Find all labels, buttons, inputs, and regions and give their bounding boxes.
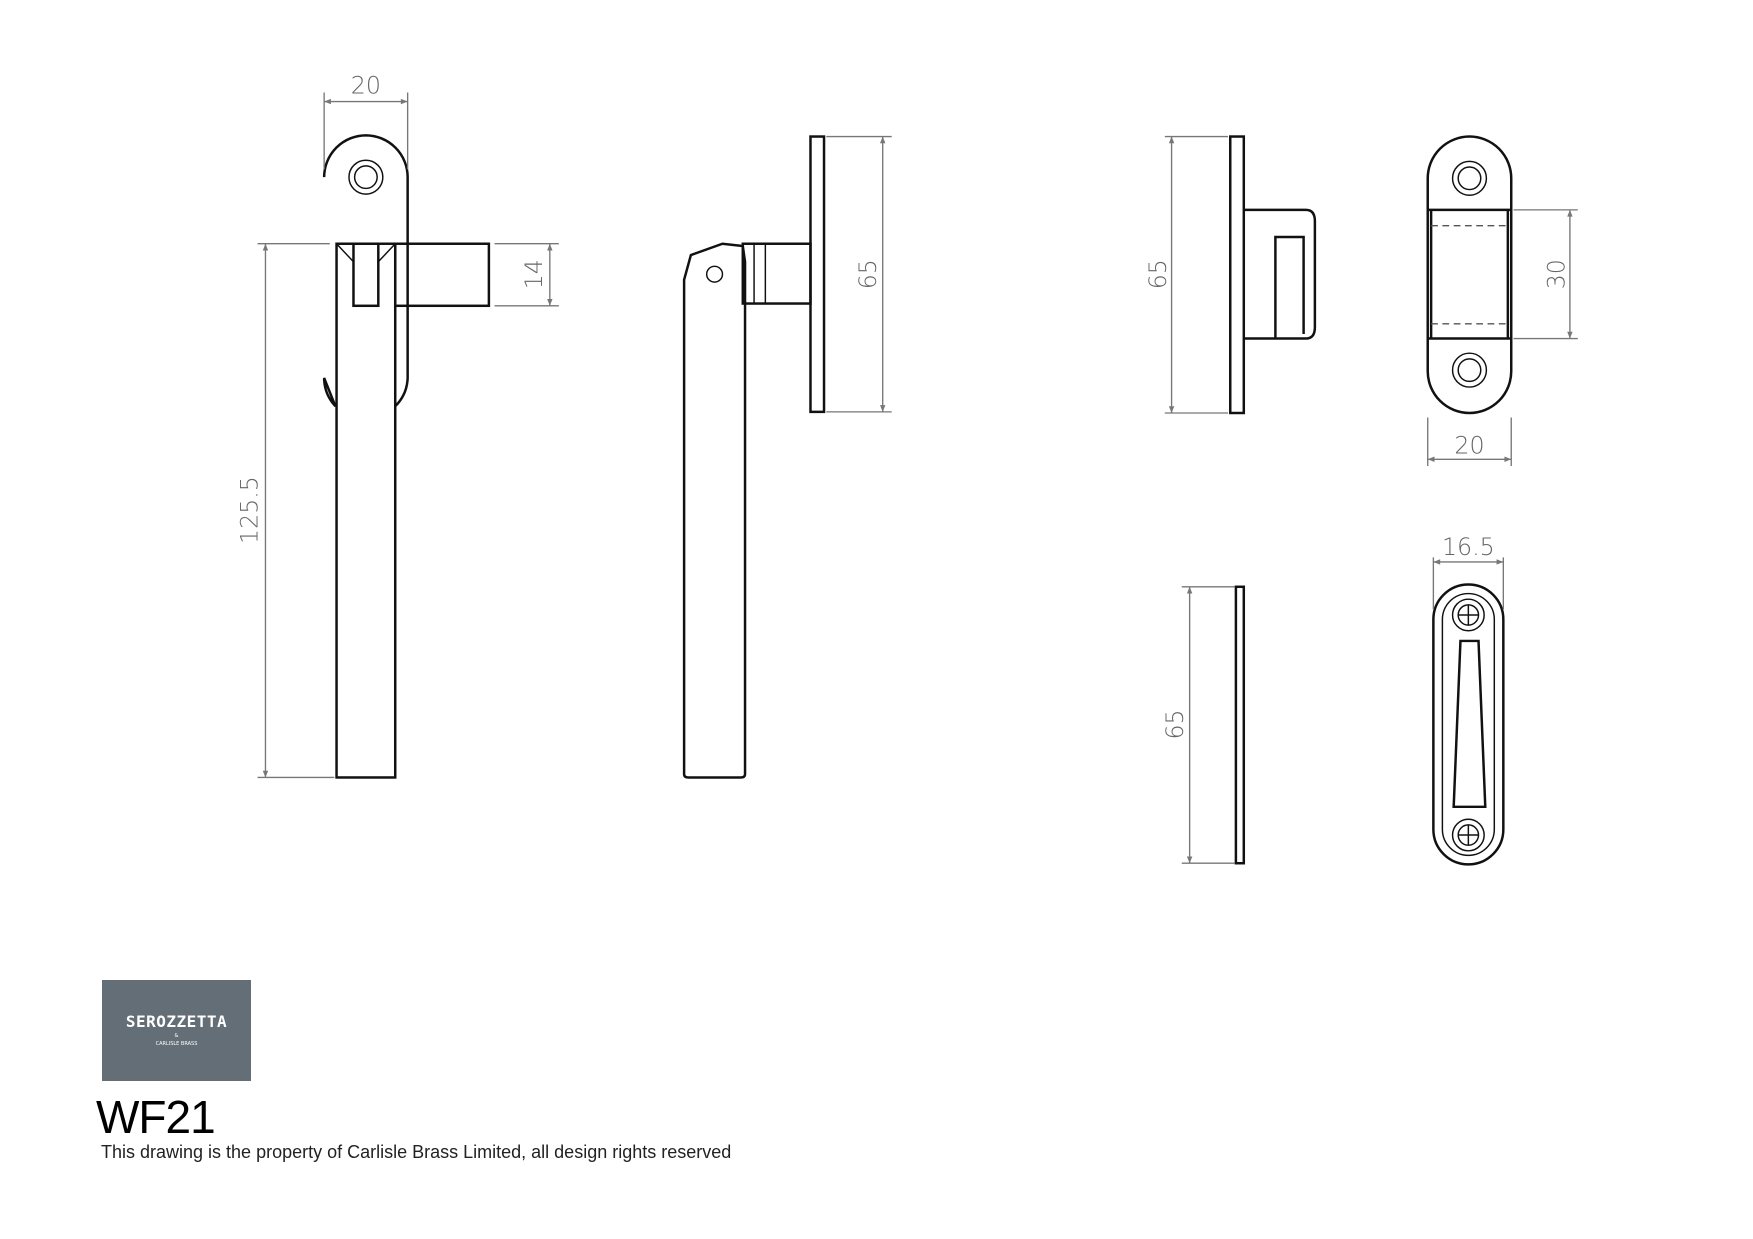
plate-side-view (1234, 585, 1246, 865)
handle-side-dimensions: 65 (826, 135, 892, 413)
logo-ampersand: & (174, 1033, 179, 1039)
handle-front-view (322, 134, 491, 779)
plate-side-dimensions: 65 (1161, 586, 1235, 864)
logo-tagline: CARLISLE BRASS (155, 1041, 198, 1047)
keep-front-dimensions: 30 20 (1427, 209, 1578, 467)
keep-side-view (1229, 135, 1317, 415)
dim-side-plate: 65 (854, 259, 882, 289)
logo-brand: SEROZZETTA (125, 1012, 228, 1031)
handle-front-dimensions: 20 14 125.5 (236, 72, 559, 779)
dim-keep-width: 20 (1454, 432, 1484, 460)
keep-side-dimensions: 65 (1144, 135, 1229, 414)
copyright-notice: This drawing is the property of Carlisle… (101, 1142, 732, 1162)
dim-spindle-height: 14 (520, 259, 548, 289)
dim-handle-length: 125.5 (236, 476, 264, 544)
product-code: WF21 (96, 1091, 216, 1143)
plate-front-dimensions: 16.5 (1432, 533, 1505, 610)
dim-plate-side: 65 (1161, 709, 1189, 739)
dim-handle-width: 20 (351, 72, 381, 100)
serozzetta-logo: SEROZZETTA & CARLISLE BRASS (102, 980, 251, 1081)
dim-keep-side: 65 (1144, 259, 1172, 289)
dim-keep-slot: 30 (1542, 259, 1570, 289)
dim-plate-width: 16.5 (1442, 533, 1495, 561)
handle-side-view (682, 135, 826, 779)
plate-front-view (1432, 583, 1505, 866)
keep-front-view (1426, 135, 1513, 415)
